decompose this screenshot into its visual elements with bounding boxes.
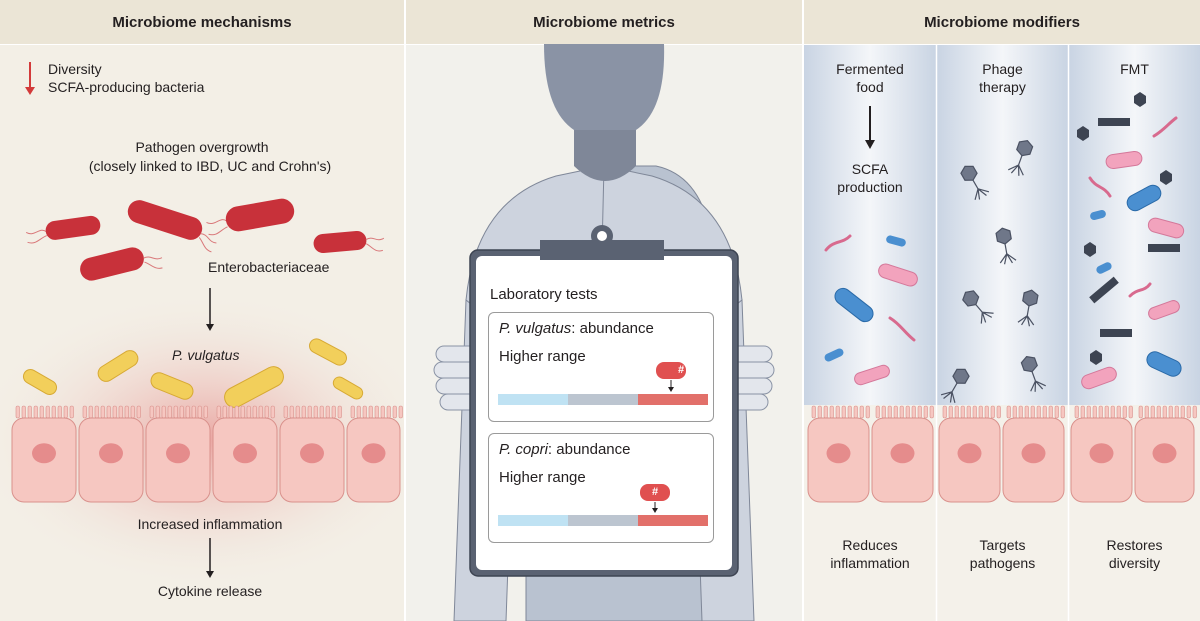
cell-nucleus <box>361 443 386 464</box>
marker-1-label: # <box>677 364 685 376</box>
mechanisms-title: Microbiome mechanisms <box>0 0 404 45</box>
decrease-arrow-icon <box>25 62 35 95</box>
test-card-2: P. copri: abundance Higher range <box>488 433 714 543</box>
col1-mid-line2: production <box>837 179 903 195</box>
enterobacteriaceae-label: Enterobacteriaceae <box>208 259 330 275</box>
bacteriophage <box>1020 355 1046 392</box>
range-bar-2 <box>498 515 708 526</box>
cell-nucleus <box>957 443 982 464</box>
mechanisms-illustration <box>0 62 404 590</box>
cell-nucleus <box>890 443 915 464</box>
clinician-illustration <box>433 44 775 621</box>
bacteriophage <box>995 227 1017 265</box>
inflammation-label: Increased inflammation <box>137 516 283 532</box>
cell-nucleus <box>1089 443 1114 464</box>
cell-nucleus <box>233 443 257 464</box>
bacteriophage <box>940 368 970 403</box>
test-card-1: P. vulgatus: abundance Higher range <box>488 312 714 422</box>
phage-icon <box>940 139 1046 403</box>
decrease-item-diversity: Diversity <box>48 61 102 77</box>
col2-foot-line2: pathogens <box>969 555 1036 571</box>
cell-nucleus <box>32 443 56 464</box>
mechanisms-panel: Microbiome mechanisms <box>0 0 404 621</box>
col1-foot-line2: inflammation <box>830 555 910 571</box>
cell-nucleus <box>826 443 851 464</box>
bacteriophage <box>1008 139 1034 176</box>
col1-mid-line1: SCFA <box>851 161 889 177</box>
col2-head-line2: therapy <box>979 79 1026 95</box>
test-1-range: Higher range <box>499 348 586 365</box>
scfa-bacteria-icon <box>824 234 918 386</box>
cell-nucleus <box>300 443 324 464</box>
test-2-range: Higher range <box>499 469 586 486</box>
metrics-title: Microbiome metrics <box>406 0 802 45</box>
col3-head-line1: FMT <box>1120 61 1149 77</box>
bacteriophage <box>960 165 990 200</box>
p-vulgatus-icon <box>22 338 364 408</box>
bacteriophage <box>962 290 994 324</box>
test-2-name: P. copri: abundance <box>499 441 631 458</box>
epithelium <box>11 405 403 503</box>
marker-pin-2 <box>640 484 670 513</box>
col2-foot-line1: Targets <box>979 537 1026 553</box>
col2-head-line1: Phage <box>982 61 1023 77</box>
marker-pin-1 <box>656 362 686 392</box>
enterobacteriaceae-icon <box>25 198 385 281</box>
marker-2-label: # <box>651 486 659 498</box>
col1-head-line2: food <box>856 79 884 95</box>
range-bar-1 <box>498 394 708 405</box>
metrics-panel: Microbiome metrics <box>406 0 802 621</box>
fmt-microbes-icon <box>1077 92 1185 390</box>
modifiers-illustration <box>804 45 1200 621</box>
modifiers-panel: Microbiome modifiers <box>804 0 1200 621</box>
col1-foot-line1: Reduces <box>842 537 898 553</box>
clipboard-title: Laboratory tests <box>490 286 598 303</box>
cell-nucleus <box>166 443 190 464</box>
col1-head-line1: Fermented <box>836 61 904 77</box>
bacteriophage <box>1017 289 1039 327</box>
pathogen-subtitle: (closely linked to IBD, UC and Crohn's) <box>88 158 332 174</box>
modifiers-title: Microbiome modifiers <box>804 0 1200 45</box>
cytokine-label: Cytokine release <box>157 583 263 599</box>
pathogen-title: Pathogen overgrowth <box>135 139 269 155</box>
cell-nucleus <box>99 443 123 464</box>
test-1-name: P. vulgatus: abundance <box>499 320 654 337</box>
cell-nucleus <box>1021 443 1046 464</box>
col3-foot-line2: diversity <box>1108 555 1161 571</box>
cell-nucleus <box>1152 443 1177 464</box>
epithelium <box>807 405 1197 503</box>
decrease-item-scfa: SCFA-producing bacteria <box>48 79 205 95</box>
col3-foot-line1: Restores <box>1106 537 1163 553</box>
p-vulgatus-label: P. vulgatus <box>172 347 240 363</box>
